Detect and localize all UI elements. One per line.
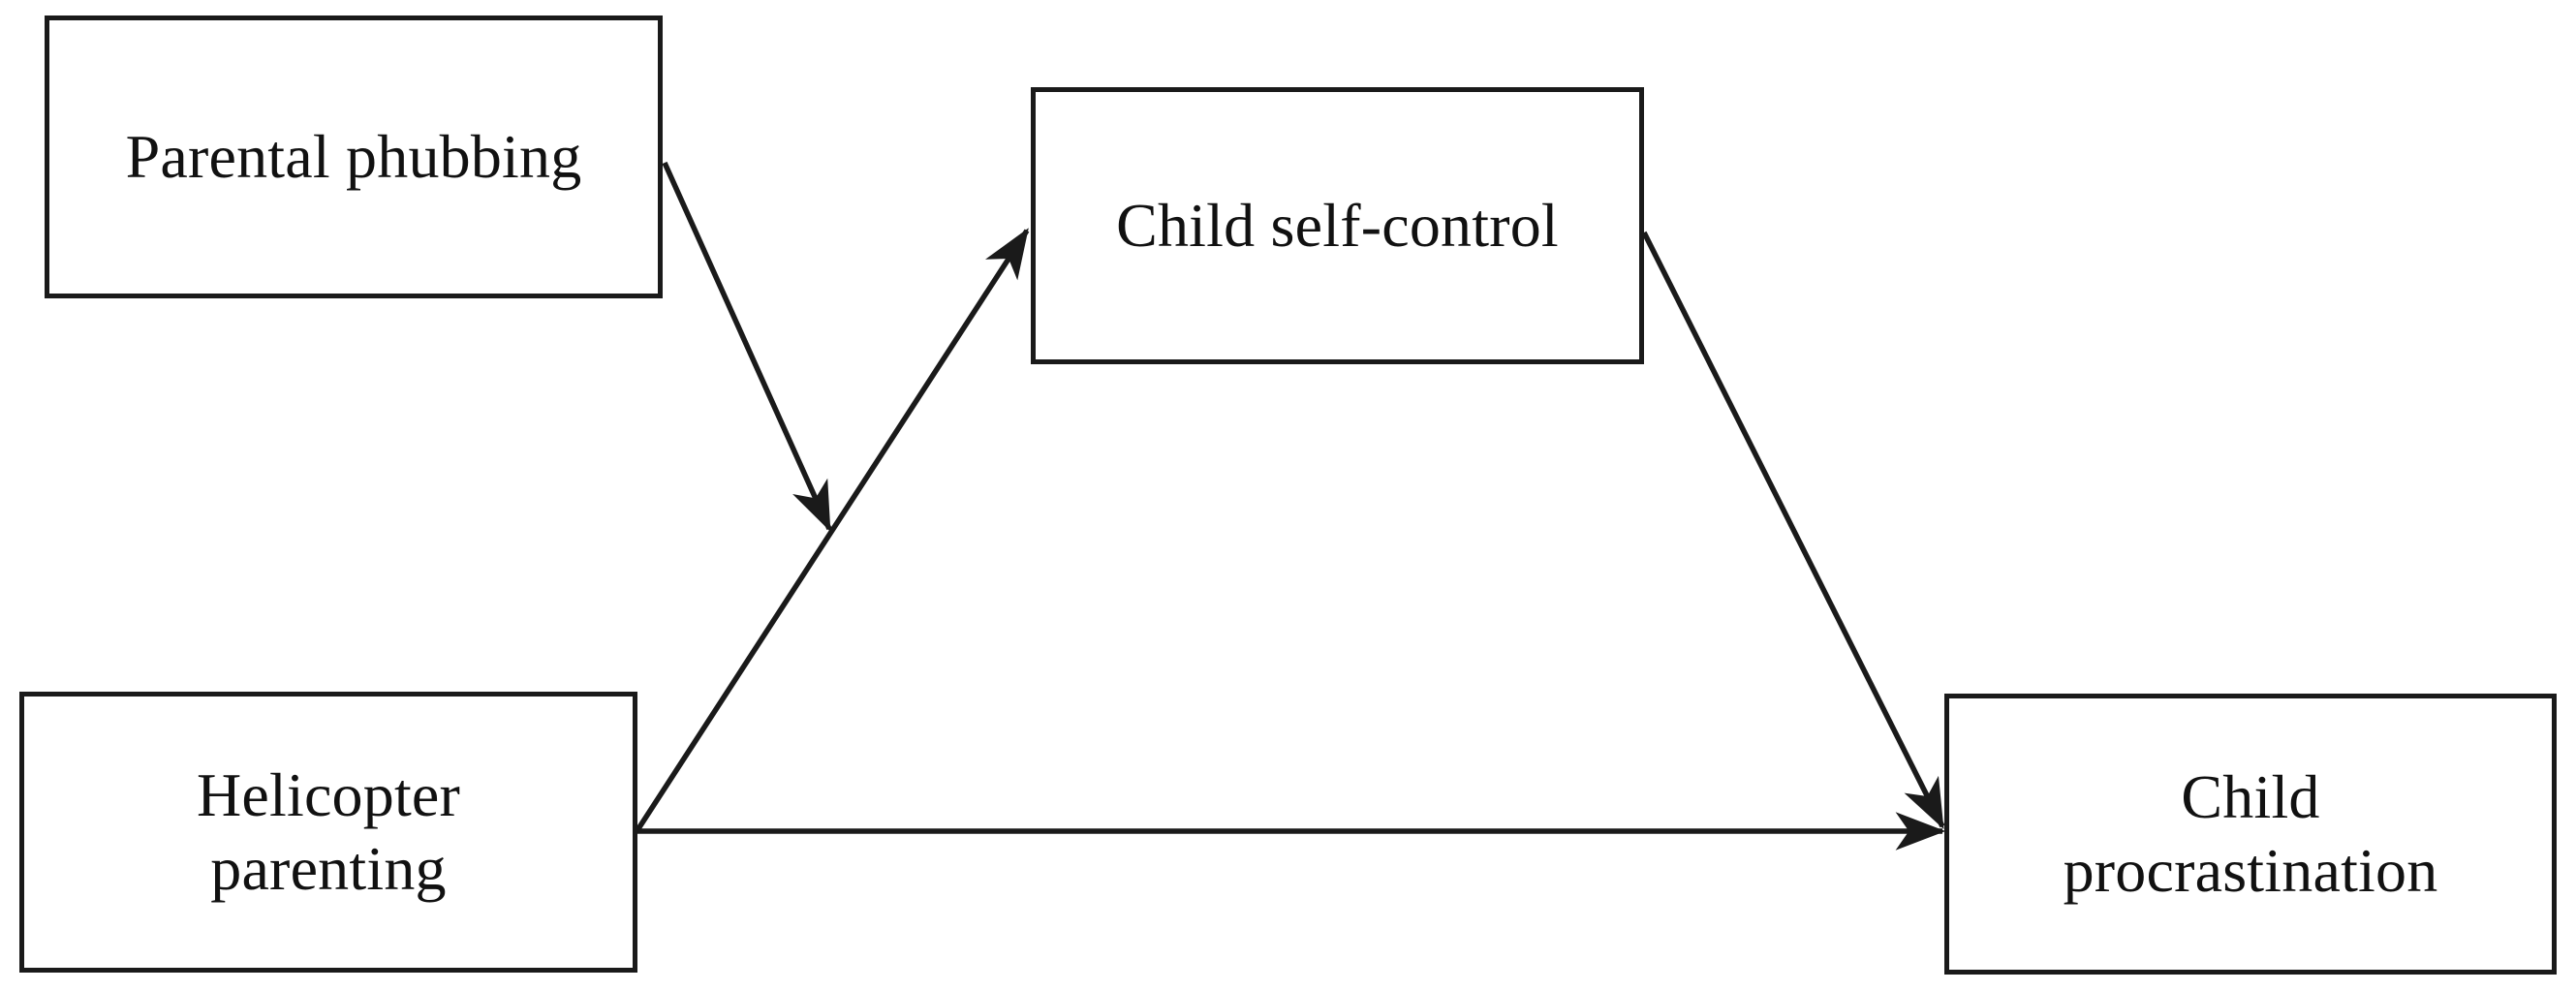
node-helicopter-parenting-label: Helicopter parenting xyxy=(196,760,461,903)
node-child-procrastination-label: Child procrastination xyxy=(2063,762,2438,905)
node-parental-phubbing: Parental phubbing xyxy=(45,15,663,298)
edge-helicopter-to-child-self-control xyxy=(635,228,1030,832)
edge-child-self-control-to-child-procrastination xyxy=(1641,231,1945,829)
edge-moderation-parental-phubbing xyxy=(662,161,832,533)
node-helicopter-parenting: Helicopter parenting xyxy=(19,692,637,973)
node-parental-phubbing-label: Parental phubbing xyxy=(125,122,582,192)
node-child-procrastination: Child procrastination xyxy=(1944,694,2557,975)
node-child-self-control-label: Child self-control xyxy=(1116,191,1559,261)
node-child-self-control: Child self-control xyxy=(1031,87,1644,364)
